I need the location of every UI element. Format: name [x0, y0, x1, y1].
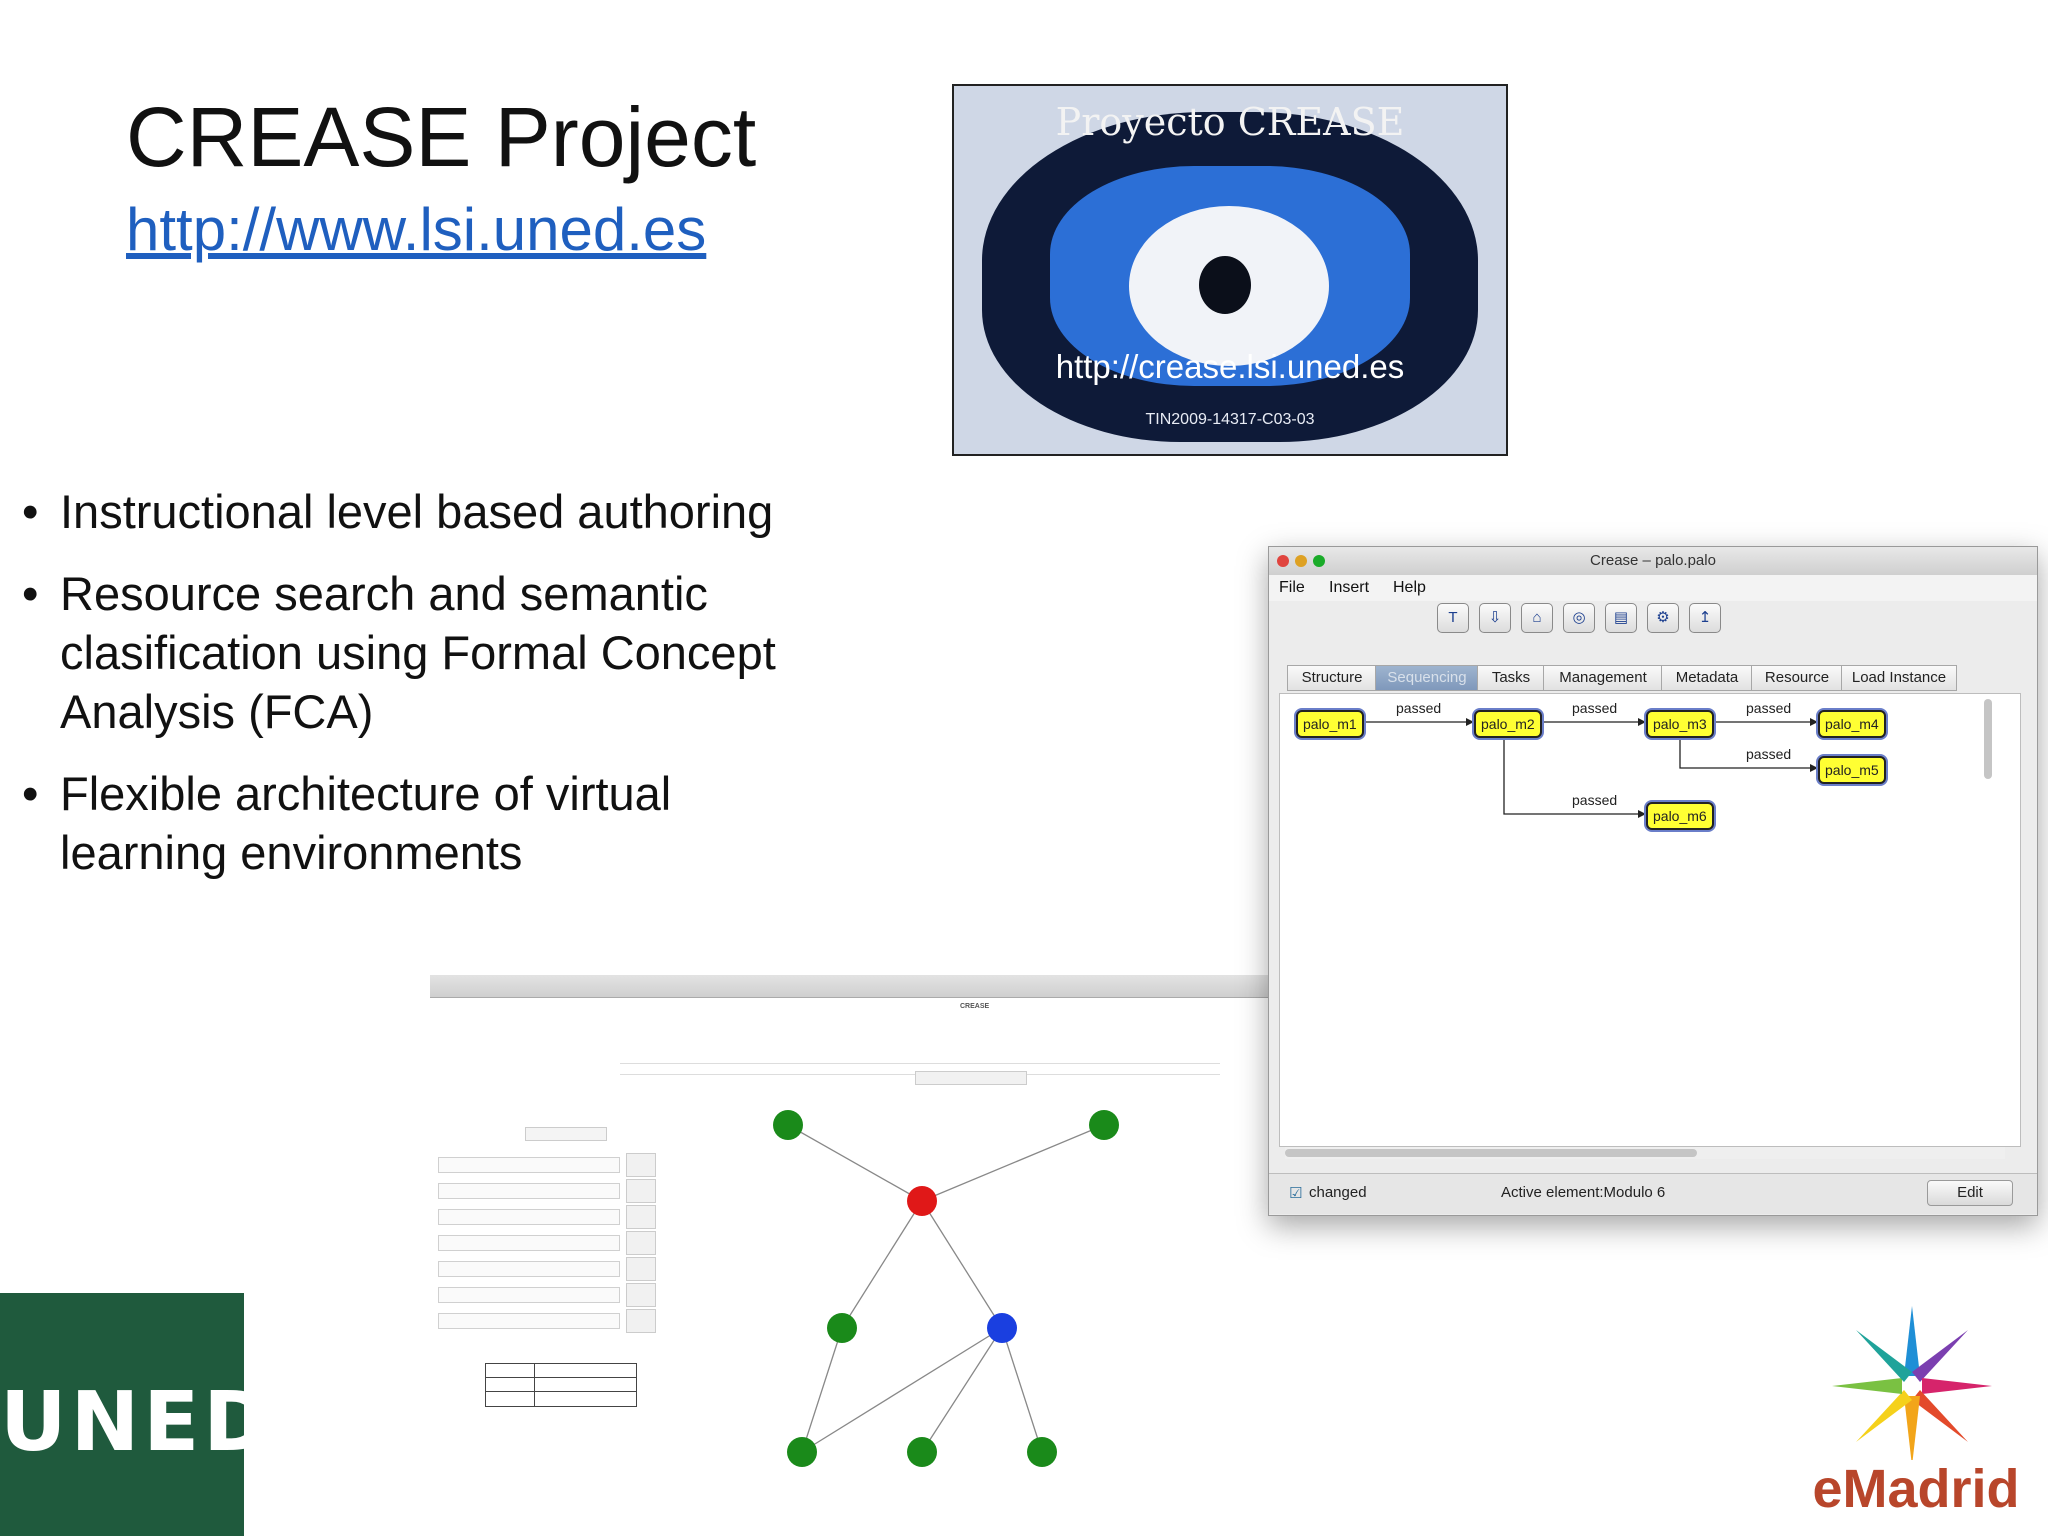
edit-check-icon: ☑ [1289, 1185, 1303, 1202]
status-bar: ☑ changed Active element:Modulo 6 Edit [1269, 1173, 2037, 1214]
sequence-node[interactable]: palo_m3 [1646, 710, 1714, 738]
web-result-row [438, 1287, 620, 1303]
concept-lattice-graph [773, 1110, 1119, 1467]
lattice-node [907, 1186, 937, 1216]
tab-structure[interactable]: Structure [1287, 665, 1377, 691]
maximize-icon[interactable] [1313, 555, 1325, 567]
menu-insert[interactable]: Insert [1329, 579, 1370, 596]
web-row-button [626, 1205, 656, 1229]
tab-load-instance[interactable]: Load Instance [1841, 665, 1957, 691]
lattice-node [1027, 1437, 1057, 1467]
web-result-row [438, 1261, 620, 1277]
status-active-element: Active element:Modulo 6 [1501, 1184, 1666, 1201]
logo-title: Proyecto CREASE [1055, 100, 1405, 144]
web-result-row [438, 1209, 620, 1225]
lattice-node [773, 1110, 803, 1140]
sequencing-canvas[interactable]: palo_m1 palo_m2 palo_m3 palo_m4 palo_m5 … [1279, 693, 2021, 1147]
sequence-node[interactable]: palo_m4 [1818, 710, 1886, 738]
crease-app-window: Crease – palo.palo File Insert Help T ⇩ … [1268, 546, 2038, 1216]
uned-logo-text: UNED [0, 1375, 276, 1470]
tab-metadata[interactable]: Metadata [1661, 665, 1753, 691]
lattice-node [1089, 1110, 1119, 1140]
emadrid-star-icon [1832, 1306, 1992, 1460]
menu-bar: File Insert Help [1269, 575, 2037, 601]
tab-management[interactable]: Management [1543, 665, 1663, 691]
web-row-button [626, 1283, 656, 1307]
sequence-node[interactable]: palo_m6 [1646, 802, 1714, 830]
sequence-edges [1342, 718, 1818, 818]
settings-tool-icon[interactable]: ⚙ [1647, 603, 1679, 633]
uned-logo: UNED [0, 1293, 276, 1536]
edge-label: passed [1572, 700, 1618, 716]
menu-file[interactable]: File [1279, 579, 1305, 596]
status-changed: changed [1309, 1184, 1367, 1201]
web-buttons [915, 1071, 1027, 1085]
close-icon[interactable] [1277, 555, 1289, 567]
edge-label: passed [1396, 700, 1442, 716]
slide-title: CREASE Project [126, 90, 757, 184]
project-link[interactable]: http://www.lsi.uned.es [126, 196, 707, 263]
web-heading: CREASE [960, 1003, 990, 1010]
tab-resource[interactable]: Resource [1751, 665, 1843, 691]
lattice-node [787, 1437, 817, 1467]
network-tool-icon[interactable]: ◎ [1563, 603, 1595, 633]
bullet-item: Flexible architecture of virtual learnin… [22, 764, 782, 882]
web-result-row [438, 1313, 620, 1329]
insert-tool-icon[interactable]: ⇩ [1479, 603, 1511, 633]
bullet-item: Resource search and semantic clasificati… [22, 564, 782, 741]
lattice-node [827, 1313, 857, 1343]
web-result-row [438, 1235, 620, 1251]
emadrid-logo-text: eMadrid [1812, 1459, 2020, 1519]
web-row-button [626, 1257, 656, 1281]
web-row-button [626, 1179, 656, 1203]
minimize-icon[interactable] [1295, 555, 1307, 567]
edge-label: passed [1746, 700, 1792, 716]
sequence-node[interactable]: palo_m2 [1474, 710, 1542, 738]
edge-label: passed [1746, 746, 1792, 762]
web-result-row [438, 1157, 620, 1173]
vertical-scrollbar[interactable] [1983, 699, 1993, 1139]
emadrid-logo: eMadrid [1792, 1300, 2040, 1530]
logo-pupil-shape [1199, 256, 1251, 314]
database-tool-icon[interactable]: ▤ [1605, 603, 1637, 633]
bullet-list: Instructional level based authoring Reso… [22, 482, 782, 905]
web-summary-table [485, 1363, 637, 1407]
web-panel-header [525, 1127, 607, 1141]
sequence-node[interactable]: palo_m1 [1296, 710, 1364, 738]
tab-sequencing[interactable]: Sequencing [1375, 665, 1479, 691]
web-row-button [626, 1309, 656, 1333]
browser-toolbar [430, 975, 1270, 998]
bullet-item: Instructional level based authoring [22, 482, 782, 541]
window-title: Crease – palo.palo [1590, 552, 1716, 569]
pointer-tool-icon[interactable]: ↥ [1689, 603, 1721, 633]
web-row-button [626, 1231, 656, 1255]
logo-code: TIN2009-14317-C03-03 [1145, 411, 1315, 428]
logo-url: http://crease.lsi.uned.es [1055, 348, 1405, 385]
crease-logo-image: Proyecto CREASE http://crease.lsi.uned.e… [952, 84, 1508, 456]
horizontal-scrollbar[interactable] [1285, 1147, 2005, 1159]
lattice-node [907, 1437, 937, 1467]
text-tool-icon[interactable]: T [1437, 603, 1469, 633]
edge-label: passed [1572, 792, 1618, 808]
link-tool-icon[interactable]: ⌂ [1521, 603, 1553, 633]
edit-button[interactable]: Edit [1927, 1180, 2013, 1206]
web-app-screenshot: CREASE [430, 975, 1270, 1535]
sequence-node[interactable]: palo_m5 [1818, 756, 1886, 784]
menu-help[interactable]: Help [1393, 579, 1426, 596]
tab-tasks[interactable]: Tasks [1477, 665, 1545, 691]
window-titlebar: Crease – palo.palo [1269, 547, 2037, 576]
lattice-node [987, 1313, 1017, 1343]
web-row-button [626, 1153, 656, 1177]
web-result-row [438, 1183, 620, 1199]
